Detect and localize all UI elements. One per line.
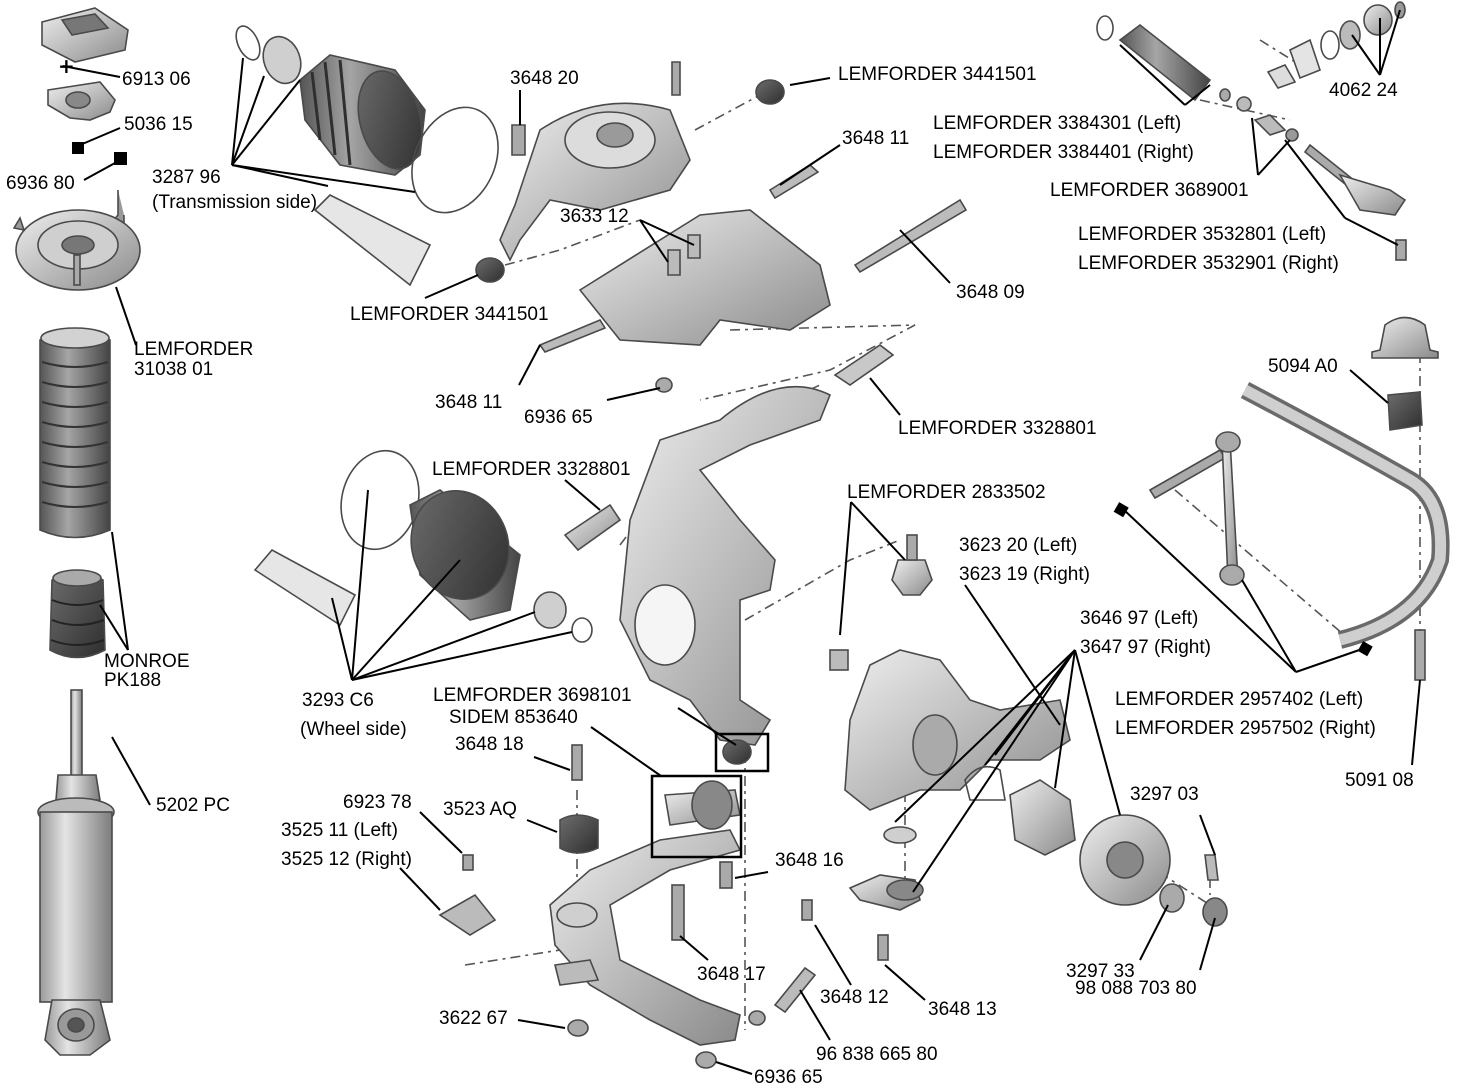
- part-number-label: 3647 97 (Right): [1080, 637, 1211, 658]
- anti-roll-bar-parts: [1113, 316, 1450, 681]
- part-number-label: 5094 A0: [1268, 356, 1338, 377]
- part-number-label: LEMFORDER 3328801: [432, 459, 631, 480]
- part-number-label: LEMFORDER 3384401 (Right): [933, 142, 1194, 163]
- cv-boot-kit-transmission: [235, 25, 499, 287]
- part-number-label: 5036 15: [124, 114, 193, 135]
- callout-labels: 6913 06 5036 15 6936 80 3287 96 (Transmi…: [6, 64, 1414, 1088]
- part-number-label: 3523 AQ: [443, 799, 517, 820]
- upper-mount-and-arm: [475, 61, 968, 393]
- square-marker-icon: [114, 152, 127, 165]
- part-number-label: 3623 20 (Left): [959, 535, 1077, 556]
- part-number-label: LEMFORDER 2957502 (Right): [1115, 718, 1376, 739]
- shock-absorber-part: [37, 689, 115, 1056]
- part-number-label: 3525 12 (Right): [281, 849, 412, 870]
- part-number-label: LEMFORDER 3532901 (Right): [1078, 253, 1339, 274]
- part-number-label: 6913 06: [122, 69, 191, 90]
- part-number-label: 96 838 665 80: [816, 1044, 938, 1065]
- part-number-label: 3293 C6: [302, 690, 374, 711]
- part-number-label: 3648 20: [510, 68, 579, 89]
- part-number-label: LEMFORDER 2957402 (Left): [1115, 689, 1363, 710]
- part-number-label: LEMFORDER 3689001: [1050, 180, 1249, 201]
- lower-control-arm: [438, 739, 817, 1069]
- part-number-label: 6936 65: [524, 407, 593, 428]
- part-number-label: 3623 19 (Right): [959, 564, 1090, 585]
- part-number-label: 3648 17: [697, 964, 766, 985]
- part-number-label: LEMFORDER 2833502: [847, 482, 1046, 503]
- leader-lines: [62, 9, 1421, 1075]
- part-number-label: SIDEM 853640: [449, 707, 578, 728]
- part-number-label: 6936 80: [6, 173, 75, 194]
- part-number-label: LEMFORDER 3441501: [838, 64, 1037, 85]
- part-number-label: 3622 67: [439, 1008, 508, 1029]
- part-number-label: LEMFORDER 3698101: [433, 685, 632, 706]
- steering-knuckle: [563, 385, 849, 746]
- part-number-label: 6936 65: [754, 1067, 823, 1088]
- part-number-label: LEMFORDER 3441501: [350, 304, 549, 325]
- top-mount-part: [12, 190, 141, 291]
- part-number-label: 6923 78: [343, 792, 412, 813]
- part-number-label: 3648 11: [842, 128, 909, 149]
- bearing-sensor-part: [41, 7, 129, 63]
- square-marker-icon: [1113, 502, 1129, 518]
- part-number-label: 3287 96: [152, 167, 221, 188]
- highlight-box: [714, 732, 770, 773]
- cv-boot-kit-wheel: [253, 449, 593, 643]
- part-number-label: 3648 12: [820, 987, 889, 1008]
- part-number-label: LEMFORDER 3328801: [898, 418, 1097, 439]
- part-number-label: 3297 03: [1130, 784, 1199, 805]
- part-number-label: PK188: [104, 670, 161, 691]
- part-note-label: (Transmission side): [152, 192, 317, 213]
- part-number-label: LEMFORDER 3384301 (Left): [933, 113, 1181, 134]
- part-number-label: 3648 16: [775, 850, 844, 871]
- part-number-label: 3297 33: [1066, 961, 1135, 982]
- part-number-label: 3633 12: [560, 206, 629, 227]
- part-number-label: 3648 13: [928, 999, 997, 1020]
- dust-boot-part: [39, 327, 111, 539]
- ball-joint-and-hub: [801, 534, 1228, 961]
- part-brand-label: MONROE: [104, 651, 190, 672]
- part-number-label: 98 088 703 80: [1075, 978, 1197, 999]
- part-number-label: 3525 11 (Left): [281, 820, 398, 841]
- part-number-label: 3648 11: [435, 392, 502, 413]
- bump-stop-part: [49, 569, 106, 659]
- steering-rack-parts: [1096, 1, 1407, 261]
- part-brand-label: LEMFORDER: [134, 339, 253, 360]
- part-number-label: 3648 18: [455, 734, 524, 755]
- highlight-box: [650, 774, 743, 859]
- part-number-label: 5091 08: [1345, 770, 1414, 791]
- part-note-label: (Wheel side): [300, 719, 407, 740]
- strut-assembly: +: [12, 7, 141, 1056]
- part-number-label: 3648 09: [956, 282, 1025, 303]
- part-number-label: 3646 97 (Left): [1080, 608, 1198, 629]
- part-number-label: 31038 01: [134, 359, 213, 380]
- bearing-cup-part: [47, 81, 116, 121]
- part-number-label: 4062 24: [1329, 80, 1398, 101]
- part-number-label: 5202 PC: [156, 795, 230, 816]
- part-number-label: LEMFORDER 3532801 (Left): [1078, 224, 1326, 245]
